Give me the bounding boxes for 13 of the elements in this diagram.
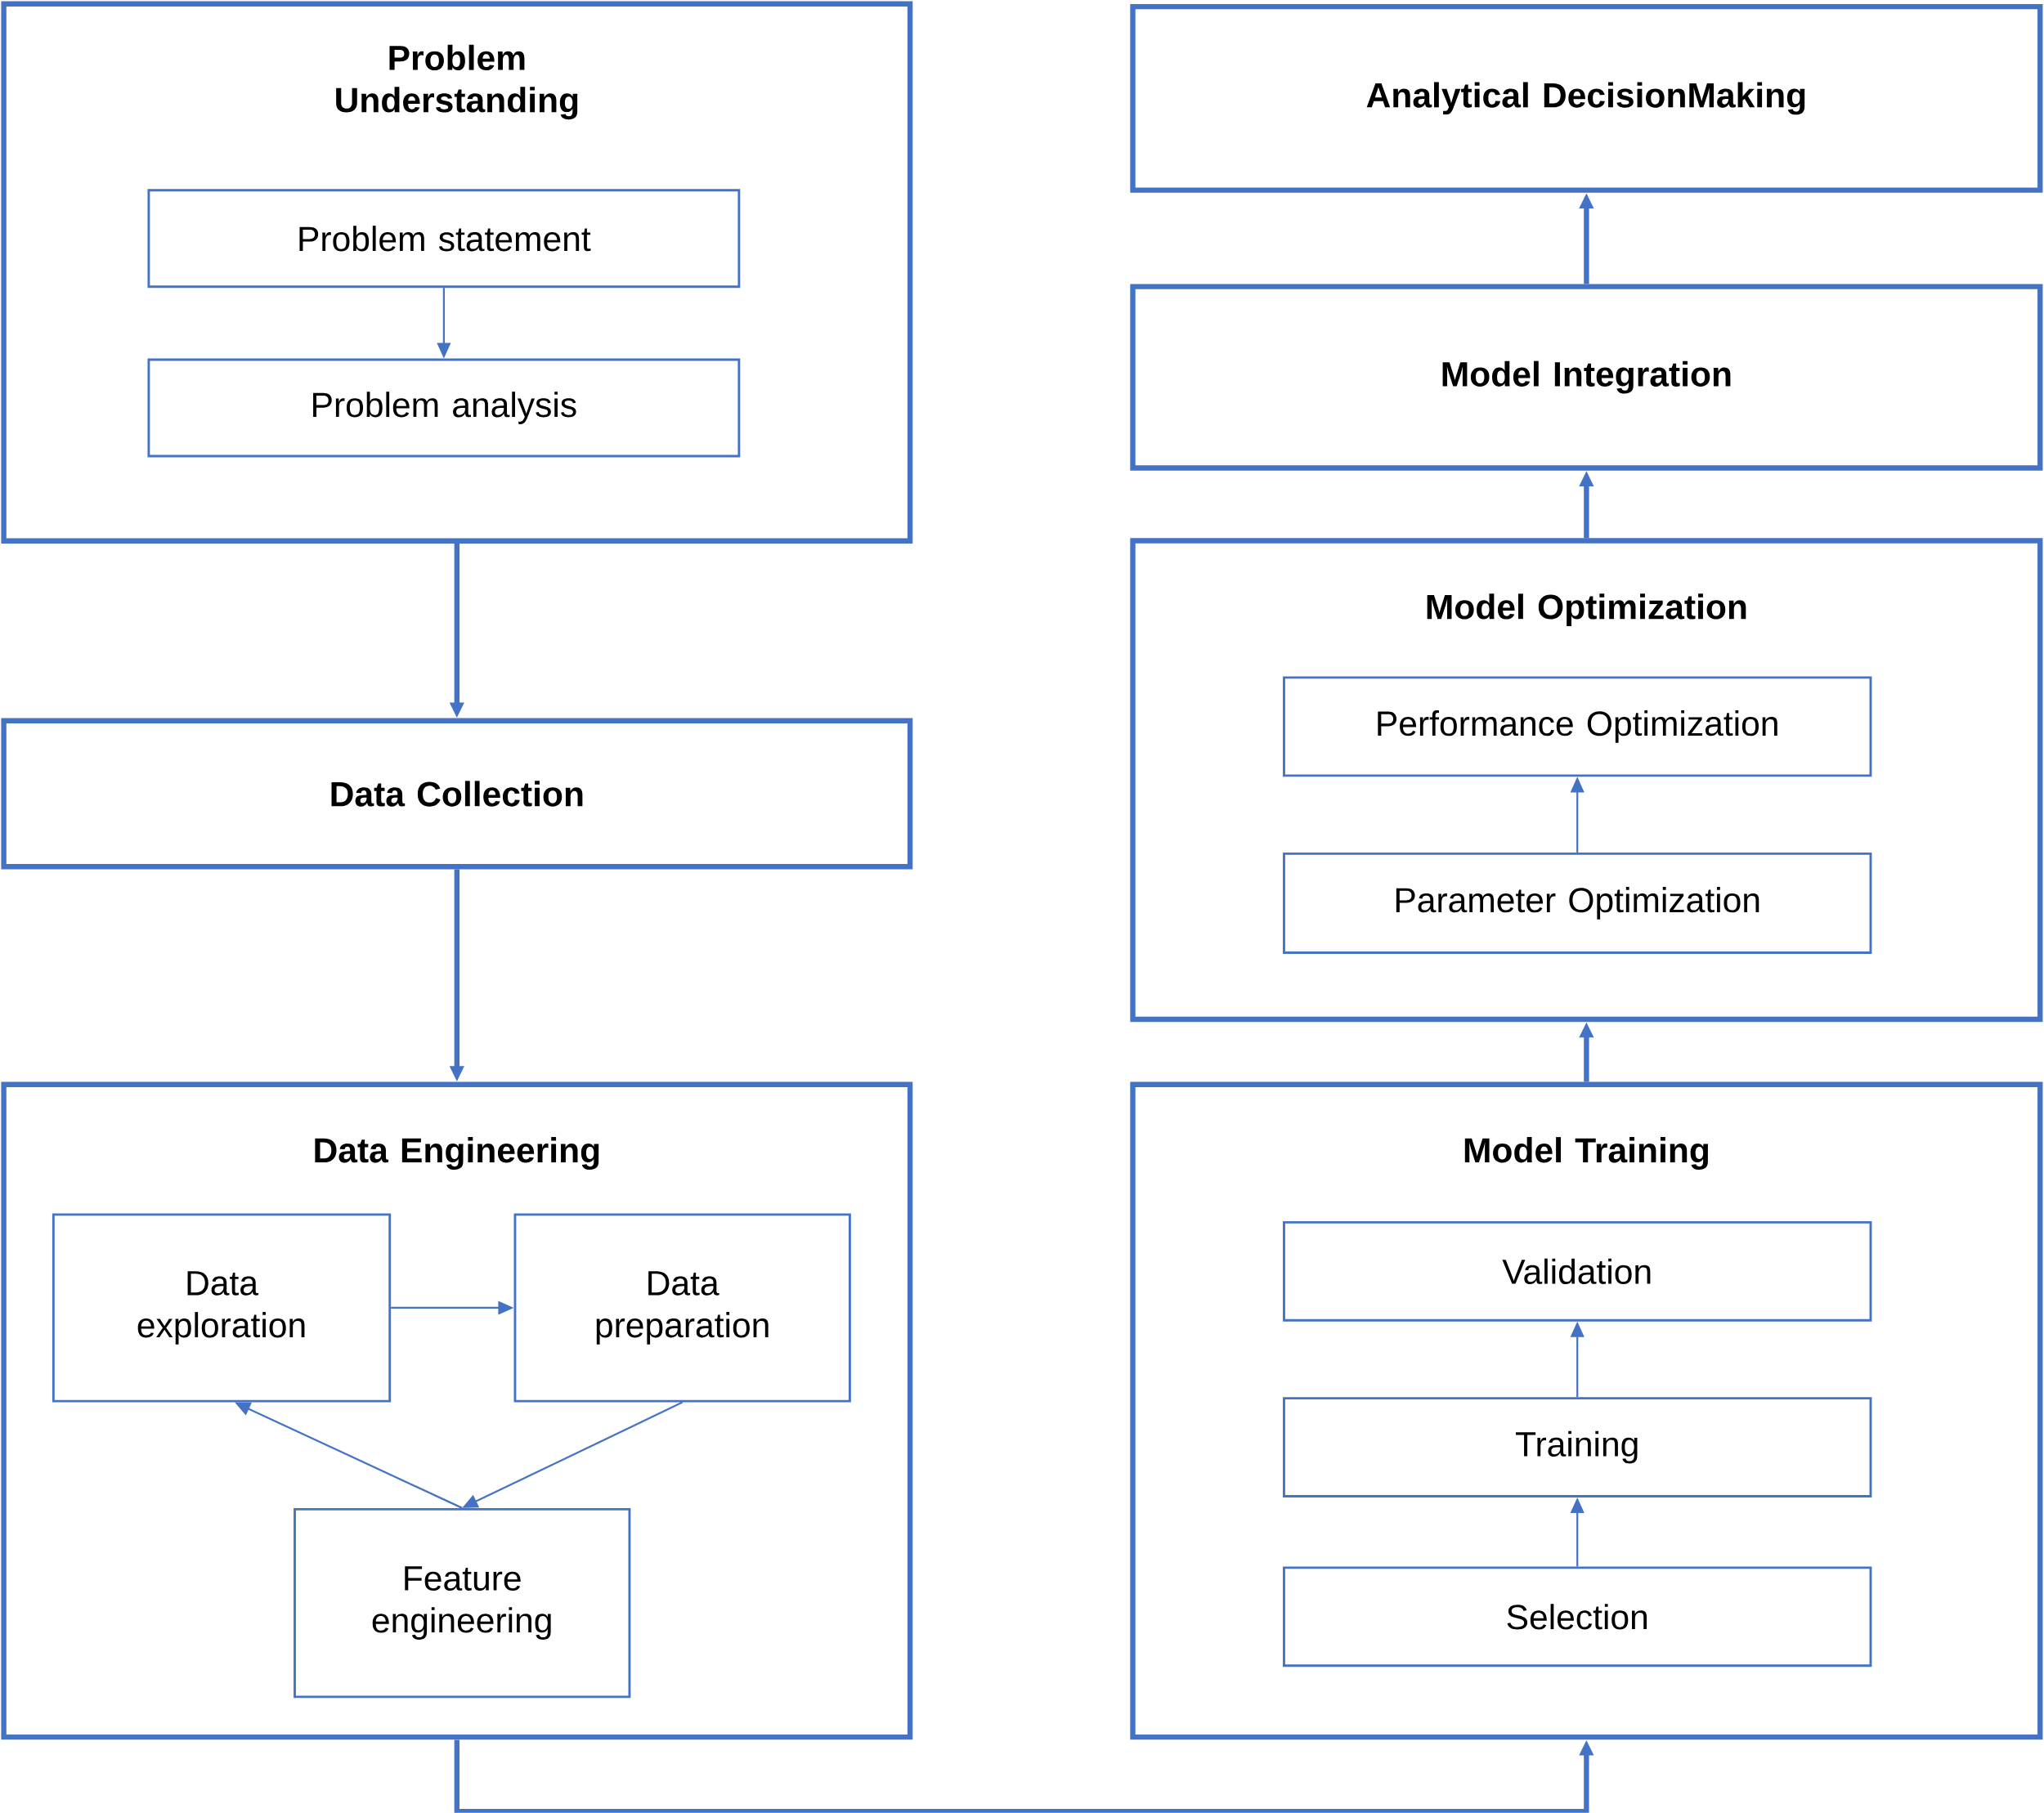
process-box: Feature engineering <box>294 1508 631 1699</box>
process-box: Analytical DecisionMaking <box>1130 4 2043 193</box>
process-box: Problem analysis <box>147 358 741 458</box>
process-box: Parameter Optimization <box>1283 853 1872 955</box>
process-box: Validation <box>1283 1221 1872 1322</box>
process-box: Selection <box>1283 1566 1872 1668</box>
process-box: Problem statement <box>147 189 741 289</box>
process-box: Performance Optimization <box>1283 676 1872 777</box>
process-box: Data preparation <box>513 1213 851 1403</box>
process-box: Training <box>1283 1397 1872 1498</box>
process-box: Data exploration <box>52 1213 392 1403</box>
process-box: Model Integration <box>1130 284 2043 471</box>
process-box: Data Collection <box>1 718 913 870</box>
